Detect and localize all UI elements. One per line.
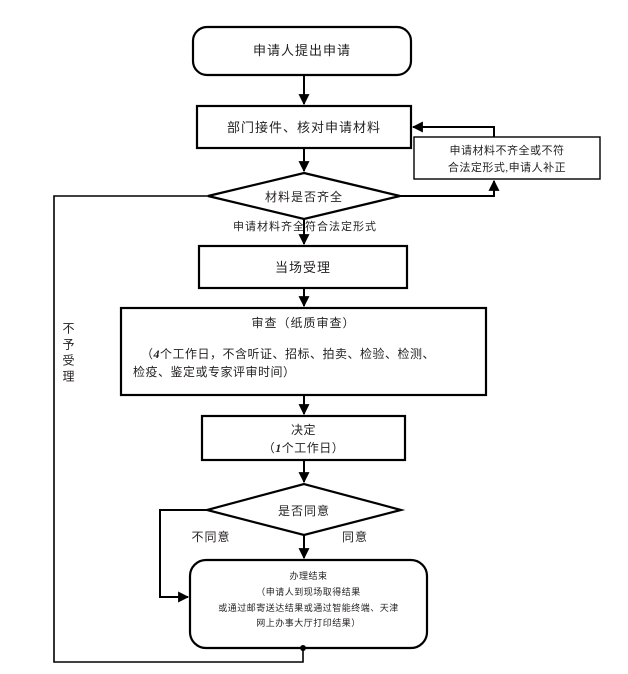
node-review-detail-line1-text: 个工作日，不含听证、招标、拍卖、检验、检测、 (160, 347, 436, 361)
node-onsite-accept-shape (197, 244, 409, 290)
node-supplement-line2: 合法定形式,申请人补正 (447, 161, 567, 174)
node-decision-agree-shape (202, 482, 406, 537)
node-finish-line1: 办理结束 (289, 571, 328, 581)
node-review-detail-paren: （ (141, 347, 154, 361)
connector-junction-dot (300, 645, 306, 651)
node-decide-paren-open: （ (262, 441, 276, 455)
node-review-detail-line1: （4个工作日，不含听证、招标、拍卖、检验、检测、 (133, 345, 478, 363)
node-decide-title: 决定 (290, 423, 316, 437)
node-decide-detail: （1个工作日） (202, 439, 405, 457)
node-accept-check-shape (195, 104, 413, 150)
connector-decision-to-supplement (400, 179, 500, 197)
node-finish-shape (188, 558, 429, 650)
connector-disagree-to-finish (159, 509, 207, 603)
node-decide-detail-suffix: 个工作日） (281, 441, 345, 455)
connector-supplement-to-accept (411, 121, 495, 137)
node-review-detail-line2: 检疫、鉴定或专家评审时间） (133, 365, 296, 379)
node-finish-line3: 或通过邮寄送达结果或通过智能终端、天津 (218, 602, 399, 613)
node-decision-materials-shape (207, 171, 401, 221)
node-decide-days-number: 1 (275, 441, 282, 455)
node-review-detail: （4个工作日，不含听证、招标、拍卖、检验、检测、 检疫、鉴定或专家评审时间） (133, 345, 478, 381)
node-start-shape (191, 25, 413, 77)
node-finish-line2: （申请人到现场取得结果 (256, 586, 361, 597)
connector-reject-path (53, 195, 304, 663)
node-supplement-label: 申请材料不齐全或不符 合法定形式,申请人补正 (414, 143, 600, 176)
node-decide-shape (200, 414, 407, 462)
node-supplement-line1: 申请材料不齐全或不符 (449, 145, 565, 157)
node-finish-label: 办理结束 （申请人到现场取得结果 或通过邮寄送达结果或通过智能终端、天津 网上办… (190, 569, 427, 632)
node-supplement-shape (413, 136, 601, 180)
node-finish-line4: 网上办事大厅打印结果） (256, 618, 361, 629)
node-decide-label: 决定 （1个工作日） (202, 421, 405, 457)
node-review-days-number: 4 (153, 347, 161, 361)
